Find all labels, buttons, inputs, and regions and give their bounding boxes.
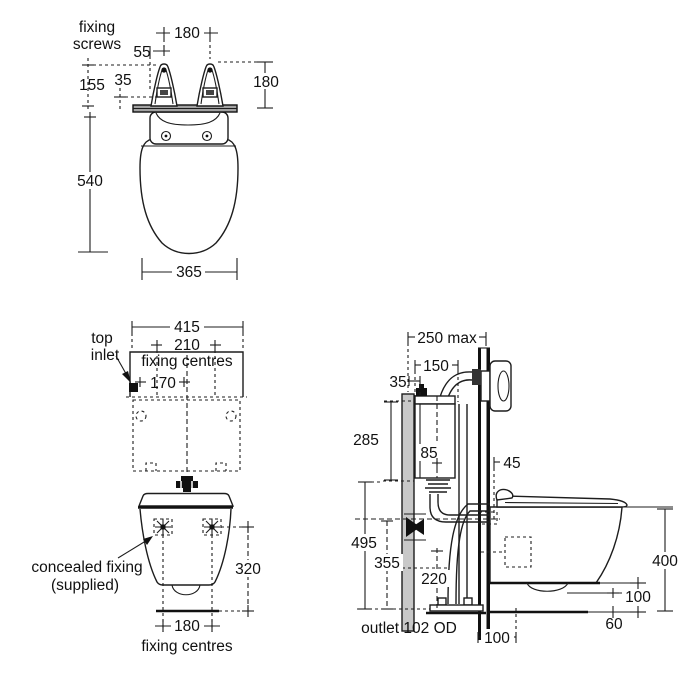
dim-495: 495 [348, 481, 383, 610]
pan-bowl-outline [139, 138, 239, 255]
svg-text:100: 100 [625, 589, 651, 606]
pan-side-profile [489, 488, 628, 592]
dim-415: 415 [131, 318, 244, 350]
fixing-screws-label-line1: fixing [79, 19, 115, 36]
dim-180-screw-height: 180 [218, 61, 281, 109]
svg-text:180: 180 [174, 618, 200, 635]
concealed-fixing-label-line2: (supplied) [51, 577, 119, 594]
cistern-side [414, 384, 456, 479]
dim-320: 320 [221, 521, 265, 617]
flush-plate [472, 360, 512, 412]
svg-text:180: 180 [253, 74, 279, 91]
dim-100-wall: 100 [477, 608, 517, 647]
dim-250-max: 250 max [407, 330, 487, 392]
dim-35-side: 35 [389, 374, 421, 396]
fixing-centres-upper-label: fixing centres [141, 353, 233, 370]
svg-text:285: 285 [353, 432, 379, 449]
dim-180-pan-fixing-centres: 180 [155, 535, 220, 635]
top-inlet-label-line2: inlet [91, 347, 120, 364]
rear-wall [401, 393, 415, 632]
top-inlet-arrow [115, 355, 138, 392]
svg-text:60: 60 [605, 616, 623, 633]
svg-text:210: 210 [174, 337, 200, 354]
dim-540: 540 [74, 112, 108, 253]
dim-55: 55 [133, 44, 170, 92]
fixing-centres-lower-label: fixing centres [141, 638, 233, 655]
svg-text:355: 355 [374, 555, 400, 572]
svg-text:220: 220 [421, 571, 447, 588]
dim-45: 45 [493, 455, 521, 519]
concealed-cistern [132, 355, 241, 474]
svg-text:155: 155 [79, 77, 105, 94]
dim-180-screw-centres: 180 [156, 24, 218, 59]
svg-text:45: 45 [503, 455, 520, 472]
side-view: 85 [348, 330, 682, 647]
svg-text:35: 35 [389, 374, 406, 391]
flush-pipe-fitting [176, 476, 198, 492]
dim-285: 285 [353, 400, 414, 482]
svg-text:170: 170 [150, 375, 176, 392]
dim-85: 85 [417, 396, 442, 478]
svg-text:495: 495 [351, 535, 377, 552]
svg-text:320: 320 [235, 561, 261, 578]
svg-text:400: 400 [652, 553, 678, 570]
flush-pipe [425, 479, 497, 523]
dim-220: 220 [417, 548, 451, 608]
mounting-plate [132, 104, 238, 113]
dim-355: 355 [371, 520, 403, 610]
svg-text:55: 55 [133, 44, 150, 61]
svg-text:180: 180 [174, 25, 200, 42]
pan-fixing-hidden-detail [402, 511, 532, 569]
dim-60: 60 [605, 588, 623, 633]
pan-body-front [139, 508, 232, 596]
dim-170: 170 [135, 375, 190, 392]
svg-text:35: 35 [114, 72, 131, 89]
svg-text:540: 540 [77, 173, 103, 190]
fixing-screw-left [150, 63, 178, 107]
dim-400: 400 [648, 508, 682, 612]
fixing-screws-label-line2: screws [73, 36, 121, 53]
svg-text:85: 85 [420, 445, 437, 462]
dim-365: 365 [141, 258, 238, 281]
svg-text:250 max: 250 max [417, 330, 477, 347]
svg-text:415: 415 [174, 319, 200, 336]
svg-text:365: 365 [176, 264, 202, 281]
dim-150: 150 [414, 358, 459, 402]
pipe-wall-bracket [404, 513, 426, 541]
concealed-fixing-right [202, 518, 222, 536]
concealed-fixing-label-line1: concealed fixing [31, 559, 142, 576]
outlet-label: outlet 102 OD [361, 620, 457, 637]
svg-text:150: 150 [423, 358, 449, 375]
dim-210-fixing-centres: 210 [151, 337, 221, 398]
concealed-fixing-left [153, 518, 173, 536]
pan-front-view: top inlet 415 210 fixing centres [31, 318, 265, 655]
concealed-fixing-arrow [117, 536, 153, 559]
fixing-screw-right [196, 63, 224, 107]
dim-100-height: 100 [622, 577, 655, 618]
dim-35-plan: 35 [114, 72, 158, 112]
top-inlet-label-line1: top [91, 330, 113, 347]
seat-lid-front [137, 492, 235, 509]
wall-bracket-top [149, 111, 229, 145]
pan-plan-view: fixing screws 180 55 155 [73, 19, 281, 281]
dim-155: 155 [79, 58, 158, 112]
svg-text:100: 100 [484, 630, 510, 647]
finished-wall [478, 347, 490, 640]
